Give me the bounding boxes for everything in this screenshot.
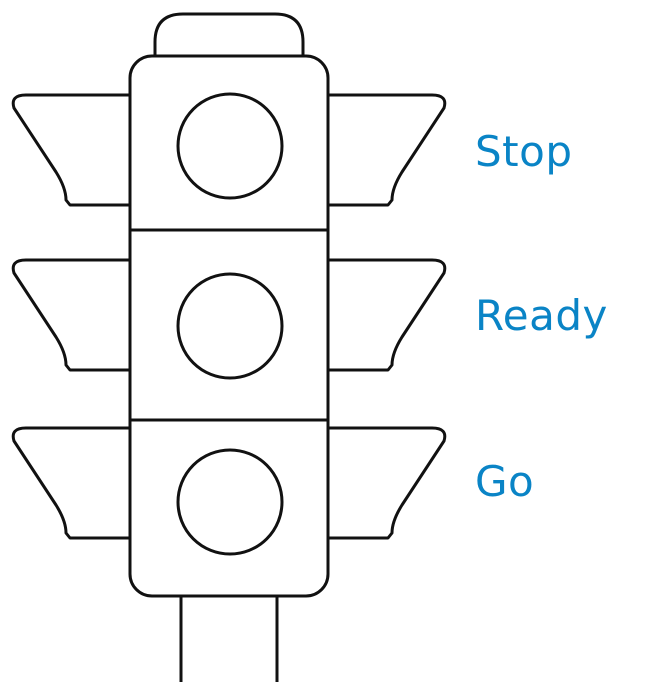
lamp-middle [178, 274, 282, 378]
label-ready: Ready [475, 295, 608, 337]
top-cap [155, 14, 303, 56]
visor-left-top [13, 95, 130, 205]
lamp-bottom [178, 450, 282, 554]
right-visors [328, 95, 445, 538]
visor-left-middle [13, 260, 130, 370]
lamp-top [178, 94, 282, 198]
visor-right-bottom [328, 428, 445, 538]
visor-right-top [328, 95, 445, 205]
left-visors [13, 95, 130, 538]
pole [181, 596, 277, 682]
lamps [178, 94, 282, 554]
label-stop: Stop [475, 131, 572, 173]
visor-left-bottom [13, 428, 130, 538]
visor-right-middle [328, 260, 445, 370]
label-go: Go [475, 461, 534, 503]
